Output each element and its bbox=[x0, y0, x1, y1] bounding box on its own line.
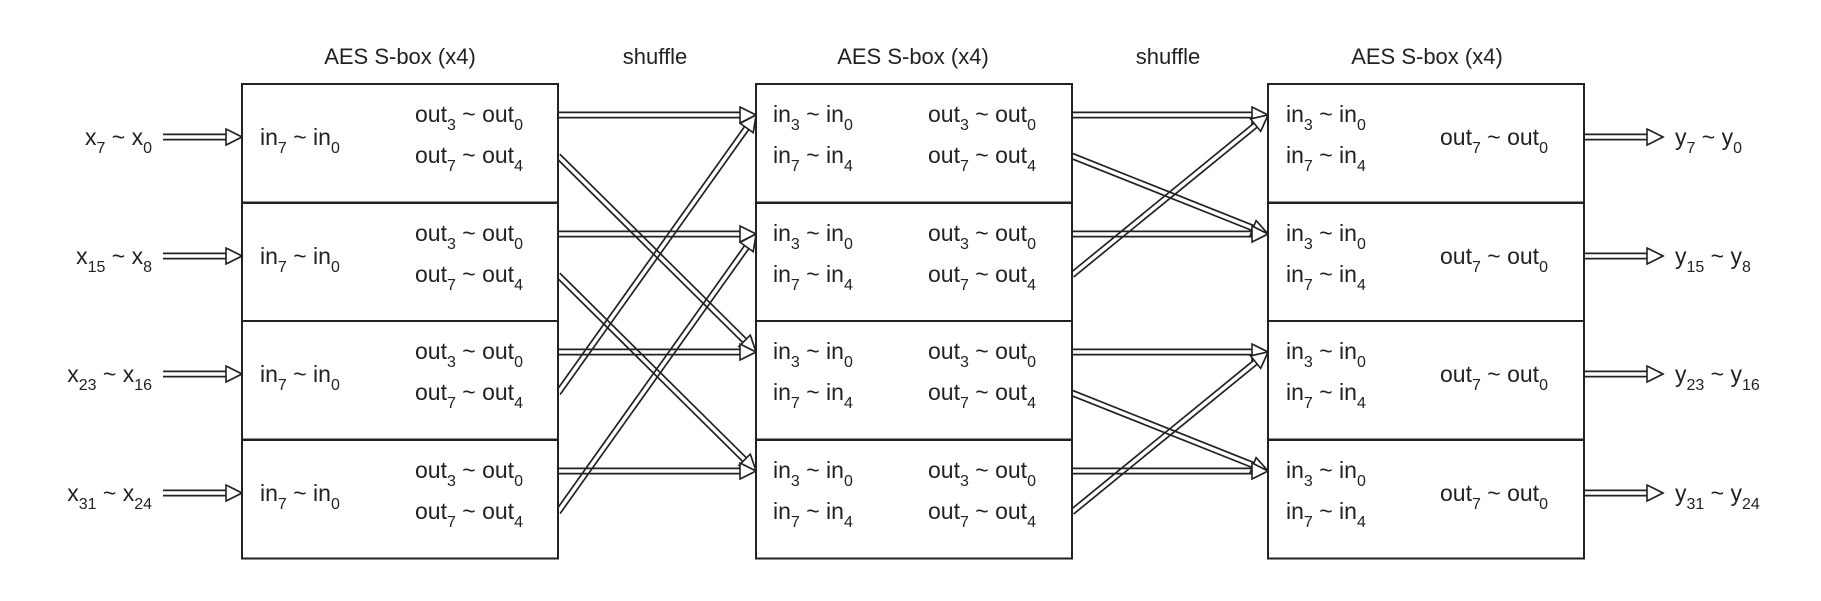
shuffle2-wire-3 bbox=[1069, 113, 1270, 278]
stage3-in-high-label-3: in7 ~ in4 bbox=[1286, 498, 1366, 531]
output-arrow-0 bbox=[1584, 127, 1665, 147]
wires bbox=[163, 105, 1665, 515]
shuffle1-header: shuffle bbox=[623, 44, 687, 69]
stage1-sbox-1 bbox=[241, 202, 559, 323]
stage1-in-label-3: in7 ~ in0 bbox=[260, 480, 340, 513]
output-arrow-3 bbox=[1584, 483, 1665, 503]
stage2-in-low-label-3: in3 ~ in0 bbox=[773, 457, 853, 490]
stage1-out-high-label-1: out7 ~ out4 bbox=[415, 261, 523, 294]
input-label-1: x15 ~ x8 bbox=[76, 243, 152, 276]
input-arrow-3 bbox=[163, 483, 244, 503]
stage3-out-label-2: out7 ~ out0 bbox=[1440, 361, 1548, 394]
output-arrow-1 bbox=[1584, 246, 1665, 266]
shuffle2-wire-4 bbox=[1072, 342, 1270, 362]
stage1-out-high-label-2: out7 ~ out4 bbox=[415, 379, 523, 412]
stage3-out-label-3: out7 ~ out0 bbox=[1440, 480, 1548, 513]
input-arrow-0 bbox=[163, 127, 244, 147]
stage1-in-label-2: in7 ~ in0 bbox=[260, 361, 340, 394]
input-arrow-2 bbox=[163, 364, 244, 384]
stage1-in-label-1: in7 ~ in0 bbox=[260, 243, 340, 276]
shuffle2-wire-5 bbox=[1070, 389, 1270, 474]
input-label-0: x7 ~ x0 bbox=[85, 124, 152, 157]
stage1-out-low-label-2: out3 ~ out0 bbox=[415, 338, 523, 371]
stage1-header: AES S-box (x4) bbox=[324, 44, 476, 69]
output-label-3: y31 ~ y24 bbox=[1675, 480, 1760, 513]
stage3-header: AES S-box (x4) bbox=[1351, 44, 1503, 69]
stage2-sbox-3 bbox=[755, 439, 1073, 560]
stage3-in-low-label-0: in3 ~ in0 bbox=[1286, 101, 1366, 134]
stage3-sbox-2 bbox=[1267, 320, 1585, 441]
stage3-in-high-label-0: in7 ~ in4 bbox=[1286, 142, 1366, 175]
stage2-in-low-label-1: in3 ~ in0 bbox=[773, 220, 853, 253]
stage2-out-low-label-3: out3 ~ out0 bbox=[928, 457, 1036, 490]
shuffle2-wire-7 bbox=[1069, 350, 1270, 515]
shuffle2-wire-1 bbox=[1070, 152, 1270, 237]
stage2-in-high-label-1: in7 ~ in4 bbox=[773, 261, 853, 294]
stage2-in-high-label-0: in7 ~ in4 bbox=[773, 142, 853, 175]
stage2-out-high-label-3: out7 ~ out4 bbox=[928, 498, 1036, 531]
stage2-in-low-label-2: in3 ~ in0 bbox=[773, 338, 853, 371]
stage3-in-high-label-2: in7 ~ in4 bbox=[1286, 379, 1366, 412]
shuffle2-wire-6 bbox=[1072, 461, 1270, 481]
stage3-out-label-0: out7 ~ out0 bbox=[1440, 124, 1548, 157]
stage1-out-low-label-0: out3 ~ out0 bbox=[415, 101, 523, 134]
input-label-2: x23 ~ x16 bbox=[67, 361, 152, 394]
shuffle1-wire-7 bbox=[555, 234, 758, 515]
stage2-sbox-2 bbox=[755, 320, 1073, 441]
stage2-sbox-0 bbox=[755, 83, 1073, 204]
shuffle1-wire-1 bbox=[555, 153, 758, 354]
stage3-out-label-1: out7 ~ out0 bbox=[1440, 243, 1548, 276]
shuffle2-header: shuffle bbox=[1136, 44, 1200, 69]
stage1-out-high-label-3: out7 ~ out4 bbox=[415, 498, 523, 531]
stage2-out-low-label-2: out3 ~ out0 bbox=[928, 338, 1036, 371]
sbox-stages bbox=[241, 83, 1585, 560]
shuffle1-wire-5 bbox=[555, 115, 758, 396]
shuffle1-wire-2 bbox=[558, 224, 758, 244]
shuffle2-wire-0 bbox=[1072, 105, 1270, 125]
stage3-in-high-label-1: in7 ~ in4 bbox=[1286, 261, 1366, 294]
stage2-out-high-label-0: out7 ~ out4 bbox=[928, 142, 1036, 175]
stage2-out-low-label-0: out3 ~ out0 bbox=[928, 101, 1036, 134]
stage1-sbox-0 bbox=[241, 83, 559, 204]
shuffle2-wire-2 bbox=[1072, 224, 1270, 244]
output-label-0: y7 ~ y0 bbox=[1675, 124, 1742, 157]
stage1-out-low-label-3: out3 ~ out0 bbox=[415, 457, 523, 490]
input-label-3: x31 ~ x24 bbox=[67, 480, 152, 513]
stage1-out-low-label-1: out3 ~ out0 bbox=[415, 220, 523, 253]
stage3-sbox-0 bbox=[1267, 83, 1585, 204]
shuffle1-wire-3 bbox=[555, 272, 758, 473]
stage1-in-label-0: in7 ~ in0 bbox=[260, 124, 340, 157]
stage2-in-high-label-3: in7 ~ in4 bbox=[773, 498, 853, 531]
stage3-in-low-label-3: in3 ~ in0 bbox=[1286, 457, 1366, 490]
stage2-header: AES S-box (x4) bbox=[837, 44, 989, 69]
stage2-in-low-label-0: in3 ~ in0 bbox=[773, 101, 853, 134]
stage3-sbox-3 bbox=[1267, 439, 1585, 560]
output-label-2: y23 ~ y16 bbox=[1675, 361, 1760, 394]
stage2-out-high-label-2: out7 ~ out4 bbox=[928, 379, 1036, 412]
stage3-in-low-label-2: in3 ~ in0 bbox=[1286, 338, 1366, 371]
stage1-out-high-label-0: out7 ~ out4 bbox=[415, 142, 523, 175]
output-label-1: y15 ~ y8 bbox=[1675, 243, 1751, 276]
stage1-sbox-3 bbox=[241, 439, 559, 560]
stage3-in-low-label-1: in3 ~ in0 bbox=[1286, 220, 1366, 253]
stage3-sbox-1 bbox=[1267, 202, 1585, 323]
output-arrow-2 bbox=[1584, 364, 1665, 384]
shuffle1-wire-0 bbox=[558, 105, 758, 125]
input-arrow-1 bbox=[163, 246, 244, 266]
stage2-in-high-label-2: in7 ~ in4 bbox=[773, 379, 853, 412]
stage2-out-high-label-1: out7 ~ out4 bbox=[928, 261, 1036, 294]
labels: x7 ~ x0 in7 ~ in0 out3 ~ out0 out7 ~ out4 x1… bbox=[67, 101, 1760, 531]
stage2-out-low-label-1: out3 ~ out0 bbox=[928, 220, 1036, 253]
